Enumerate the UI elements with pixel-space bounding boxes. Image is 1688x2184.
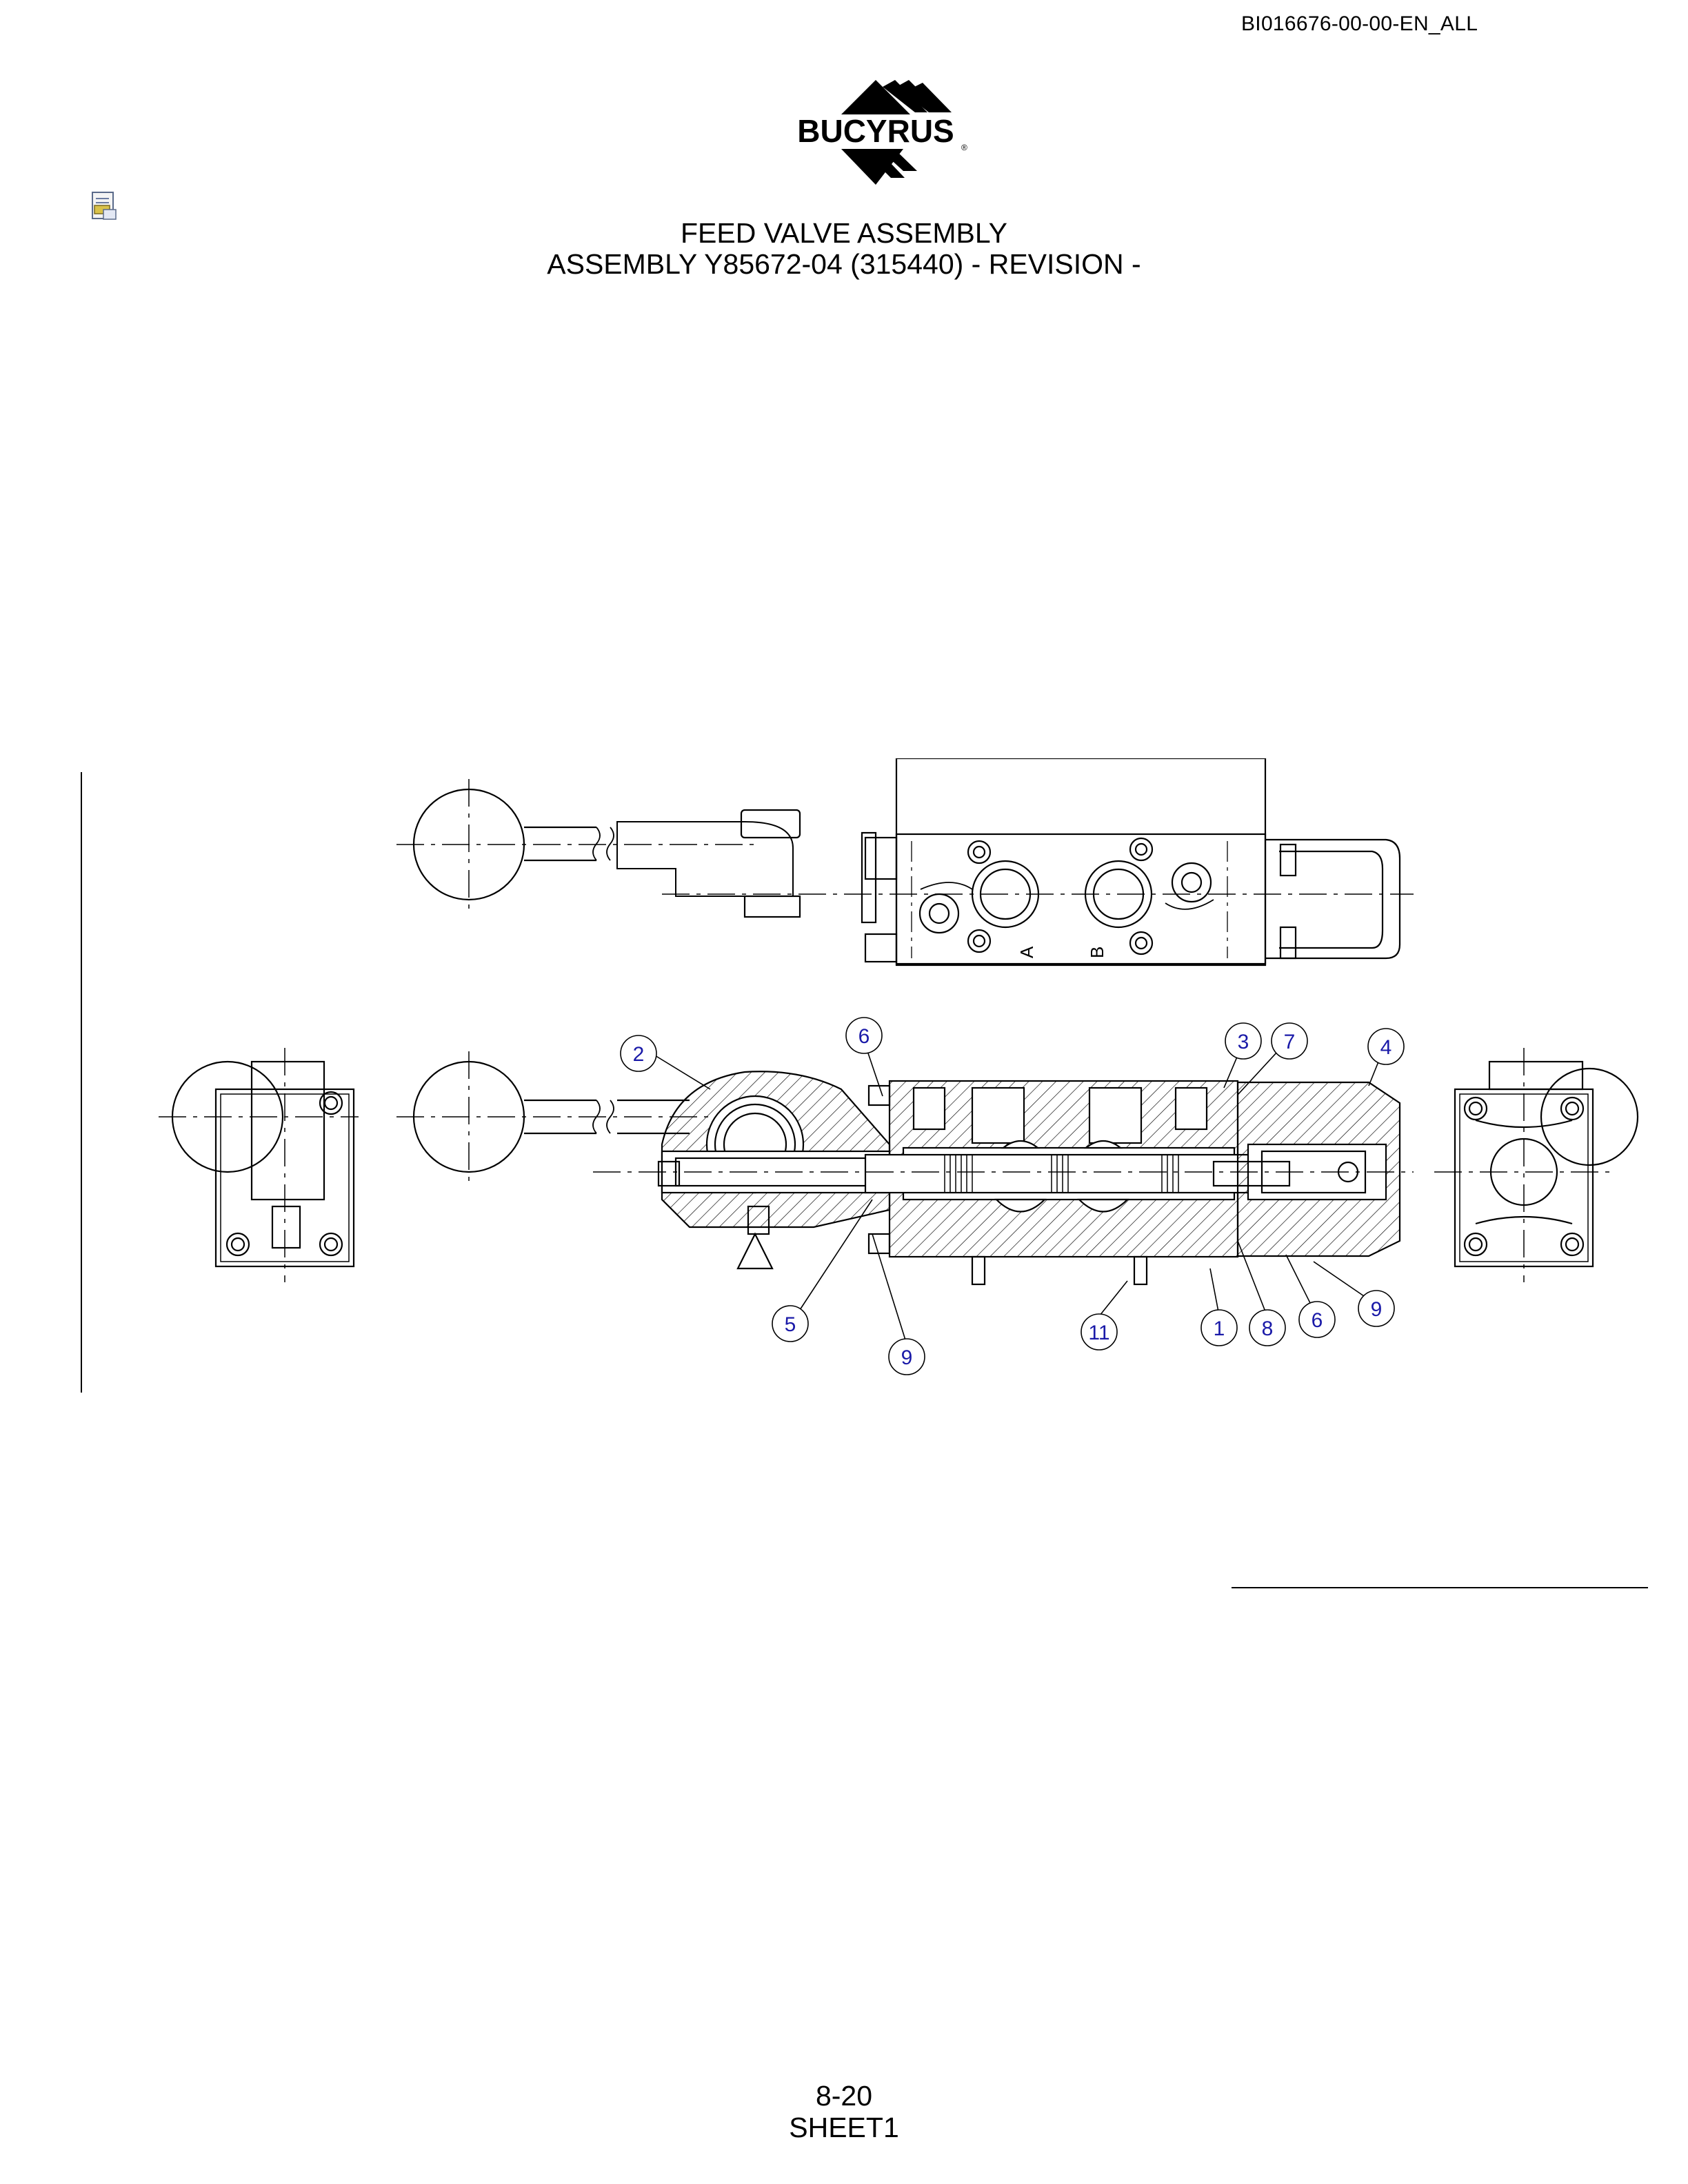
callout-3: 3 (1238, 1031, 1249, 1053)
document-id: BI016676-00-00-EN_ALL (1241, 12, 1478, 35)
title-block-rule (1232, 1587, 1648, 1588)
callout-9-left: 9 (901, 1346, 913, 1369)
section-view (396, 1051, 1414, 1286)
drawing-border-line (81, 772, 82, 1393)
bucyrus-logo: BUCYRUS ® (797, 80, 967, 185)
callout-2: 2 (633, 1043, 645, 1066)
callout-6-top: 6 (858, 1025, 870, 1048)
assembly-subtitle: ASSEMBLY Y85672-04 (315440) - REVISION - (547, 248, 1141, 280)
page-number: 8-20 (815, 2080, 873, 2112)
port-label-a: A (1016, 946, 1037, 958)
left-end-view (159, 1048, 359, 1282)
top-view (396, 758, 1267, 967)
callout-8: 8 (1262, 1317, 1274, 1340)
callout-1: 1 (1214, 1317, 1225, 1340)
callout-6-bottom: 6 (1312, 1309, 1323, 1332)
sheet-label: SHEET1 (789, 2112, 899, 2143)
callout-7: 7 (1284, 1031, 1296, 1053)
svg-text:BUCYRUS: BUCYRUS (797, 113, 954, 149)
callout-5: 5 (785, 1313, 796, 1336)
right-end-view (1434, 1048, 1639, 1282)
callout-11: 11 (1088, 1322, 1109, 1344)
callout-4: 4 (1380, 1036, 1392, 1059)
feed-valve-drawing: A B 2 6 3 7 4 5 9 11 1 8 6 9 (159, 758, 1639, 1375)
callout-9-right: 9 (1371, 1298, 1383, 1321)
port-label-b: B (1087, 947, 1107, 958)
drawing-title: FEED VALVE ASSEMBLY (681, 217, 1007, 249)
document-attachment-icon[interactable] (90, 190, 120, 222)
svg-text:®: ® (961, 143, 967, 152)
